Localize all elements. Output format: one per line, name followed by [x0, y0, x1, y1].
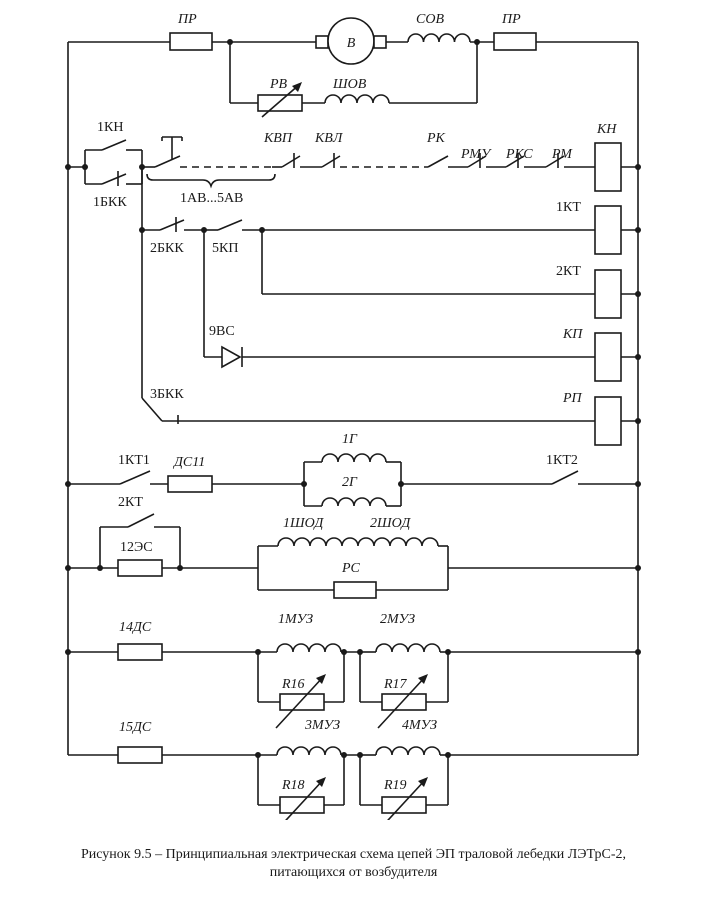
label-12es: 12ЭС [120, 540, 153, 555]
top-branch [68, 17, 638, 118]
label-r16: R16 [281, 677, 305, 692]
label-2kt-coil: 2КТ [556, 264, 581, 279]
coil-branches [139, 167, 641, 446]
label-3muz: 3МУЗ [304, 718, 340, 733]
label-rp-coil: РП [562, 391, 583, 406]
label-2g: 2Г [342, 475, 358, 490]
shod-line [65, 513, 641, 599]
label-2muz: 2МУЗ [380, 612, 415, 627]
label-ds11: ДС11 [172, 455, 205, 470]
kn-line [65, 136, 641, 192]
rheostat-r17 [381, 693, 427, 711]
label-3bkk: 3БКК [150, 387, 184, 402]
label-kp-coil: КП [562, 327, 583, 342]
resistor-rs [333, 581, 377, 599]
label-1kt1: 1КТ1 [118, 453, 150, 468]
rheostat-r19 [381, 796, 427, 814]
muz-line-upper [65, 643, 641, 729]
label-pr-left: ПР [177, 12, 197, 27]
label-r18: R18 [281, 778, 305, 793]
label-kvp: КВП [263, 131, 293, 146]
label-1kt-coil: 1КТ [556, 200, 581, 215]
winding-1g [321, 453, 387, 463]
label-r19: R19 [383, 778, 407, 793]
kt1-coil [594, 205, 622, 255]
label-kn-coil: КН [596, 122, 617, 137]
kp-coil [594, 332, 622, 382]
fuse-left [169, 32, 213, 51]
label-1g: 1Г [342, 432, 358, 447]
diode-9vs [221, 345, 242, 369]
rp-coil [594, 396, 622, 446]
resistor-15ds [117, 746, 163, 764]
bus-lines [67, 42, 639, 755]
label-4muz: 4МУЗ [402, 718, 437, 733]
winding-1muz [276, 643, 342, 653]
label-rks: РКС [505, 147, 533, 162]
fuse-right [493, 32, 537, 51]
generator-line [65, 453, 641, 507]
label-rk: РК [426, 131, 446, 146]
caption-line-2: питающихся от возбудителя [269, 865, 438, 880]
label-rm: РМ [551, 147, 573, 162]
circuit-schematic: ПР В СОВ ПР РВ ШОВ 1КН 1БКК 1АВ...5АВ КВ… [65, 12, 641, 820]
label-1muz: 1МУЗ [278, 612, 313, 627]
label-1kt2: 1КТ2 [546, 453, 578, 468]
label-15ds: 15ДС [119, 720, 152, 735]
label-2kt-contact: 2КТ [118, 495, 143, 510]
label-shov: ШОВ [332, 77, 367, 92]
label-1shod: 1ШОД [283, 516, 324, 531]
winding-2g [321, 497, 387, 507]
figure-caption: Рисунок 9.5 – Принципиальная электрическ… [0, 846, 707, 882]
label-av-range: 1АВ...5АВ [180, 191, 243, 206]
kn-coil [594, 142, 622, 192]
label-motor-b: В [347, 36, 356, 51]
resistor-12es [117, 559, 163, 577]
caption-line-1: Рисунок 9.5 – Принципиальная электрическ… [80, 847, 627, 862]
rheostat-r16 [279, 693, 325, 711]
winding-4muz [375, 746, 441, 756]
label-2shod: 2ШОД [370, 516, 411, 531]
winding-2muz [375, 643, 441, 653]
label-1bkk: 1БКК [93, 195, 127, 210]
rheostat-rv [257, 94, 303, 112]
label-sov: СОВ [416, 12, 444, 27]
shov-winding [324, 94, 390, 104]
label-9vs: 9ВС [209, 324, 235, 339]
label-rv: РВ [269, 77, 288, 92]
label-1kn: 1КН [97, 120, 123, 135]
label-rs: РС [341, 561, 361, 576]
label-14ds: 14ДС [119, 620, 152, 635]
sov-winding [407, 33, 471, 43]
label-kvl: КВЛ [314, 131, 344, 146]
kt2-coil [594, 269, 622, 319]
label-r17: R17 [383, 677, 408, 692]
label-2bkk: 2БКК [150, 241, 184, 256]
label-pr-right: ПР [501, 12, 521, 27]
muz-line-lower [68, 746, 638, 820]
label-5kp: 5КП [212, 241, 238, 256]
rheostat-r18 [279, 796, 325, 814]
winding-1shod [277, 537, 439, 547]
winding-3muz [276, 746, 342, 756]
resistor-14ds [117, 643, 163, 661]
component-labels: ПР В СОВ ПР РВ ШОВ 1КН 1БКК 1АВ...5АВ КВ… [93, 12, 617, 793]
resistor-ds11 [167, 475, 213, 493]
label-rmu: РМУ [460, 147, 492, 162]
